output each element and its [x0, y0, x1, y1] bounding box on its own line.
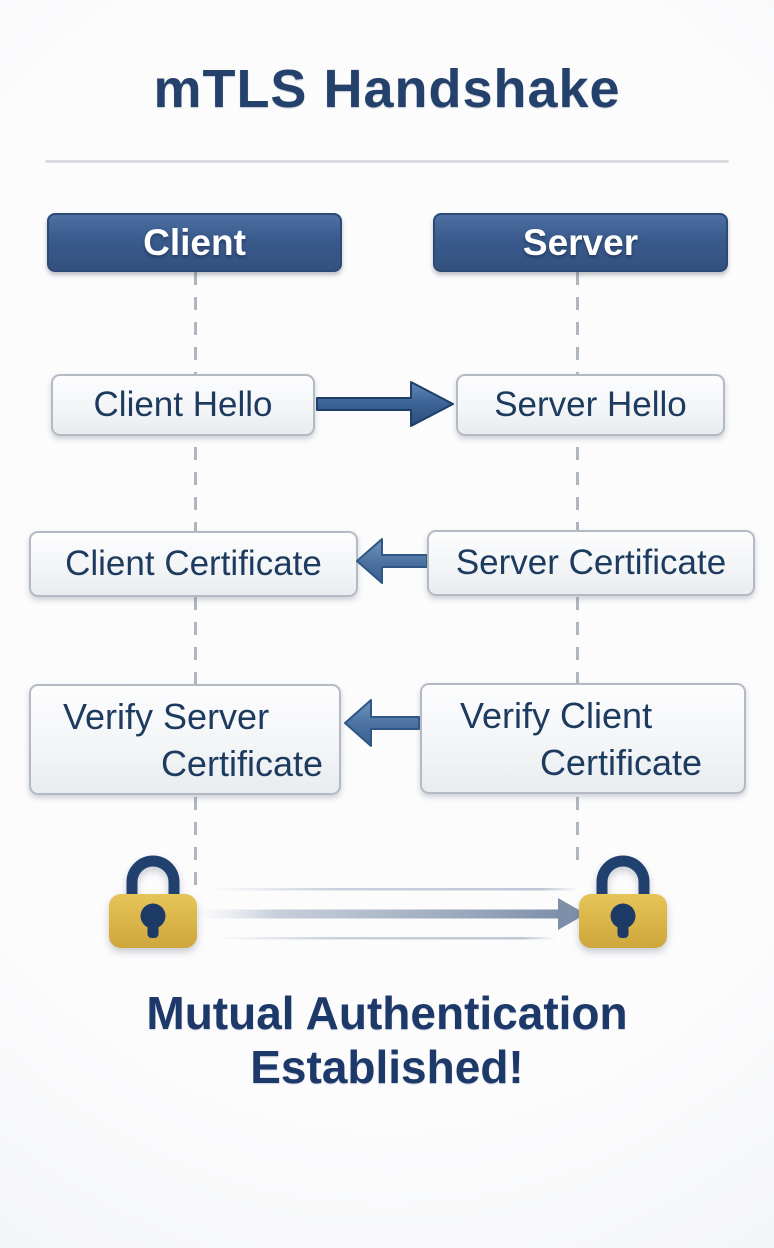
client-certificate-box: Client Certificate	[29, 531, 358, 597]
verify-client-certificate-box: Verify Client Certificate	[420, 683, 746, 794]
actor-server-label: Server	[522, 221, 639, 263]
client-hello-box: Client Hello	[51, 374, 315, 436]
verify-client-line1: Verify Client	[460, 694, 653, 736]
server-hello-box: Server Hello	[456, 374, 725, 436]
title-divider	[45, 160, 729, 163]
client-hello-label: Client Hello	[93, 385, 273, 424]
arrow-left-icon	[344, 699, 420, 747]
footer-caption: Mutual Authentication Established!	[0, 986, 774, 1094]
actor-client-label: Client	[143, 221, 246, 263]
verify-server-line2: Certificate	[160, 742, 323, 784]
lock-icon	[109, 855, 197, 948]
footer-caption-line2: Established!	[250, 1041, 524, 1093]
verify-client-line2: Certificate	[539, 741, 702, 783]
footer-caption-line1: Mutual Authentication	[146, 987, 628, 1039]
client-certificate-label: Client Certificate	[65, 544, 322, 583]
lock-icon	[579, 855, 667, 948]
page-title: mTLS Handshake	[153, 59, 621, 119]
arrow-right-icon	[196, 888, 586, 940]
verify-server-certificate-box: Verify Server Certificate	[29, 684, 341, 795]
server-hello-label: Server Hello	[494, 385, 687, 424]
actor-server: Server	[433, 213, 728, 272]
arrow-right-icon	[316, 381, 454, 427]
verify-server-line1: Verify Server	[63, 695, 270, 737]
actor-client: Client	[47, 213, 342, 272]
arrow-left-icon	[356, 538, 428, 584]
server-certificate-box: Server Certificate	[427, 530, 755, 596]
server-certificate-label: Server Certificate	[455, 543, 727, 582]
